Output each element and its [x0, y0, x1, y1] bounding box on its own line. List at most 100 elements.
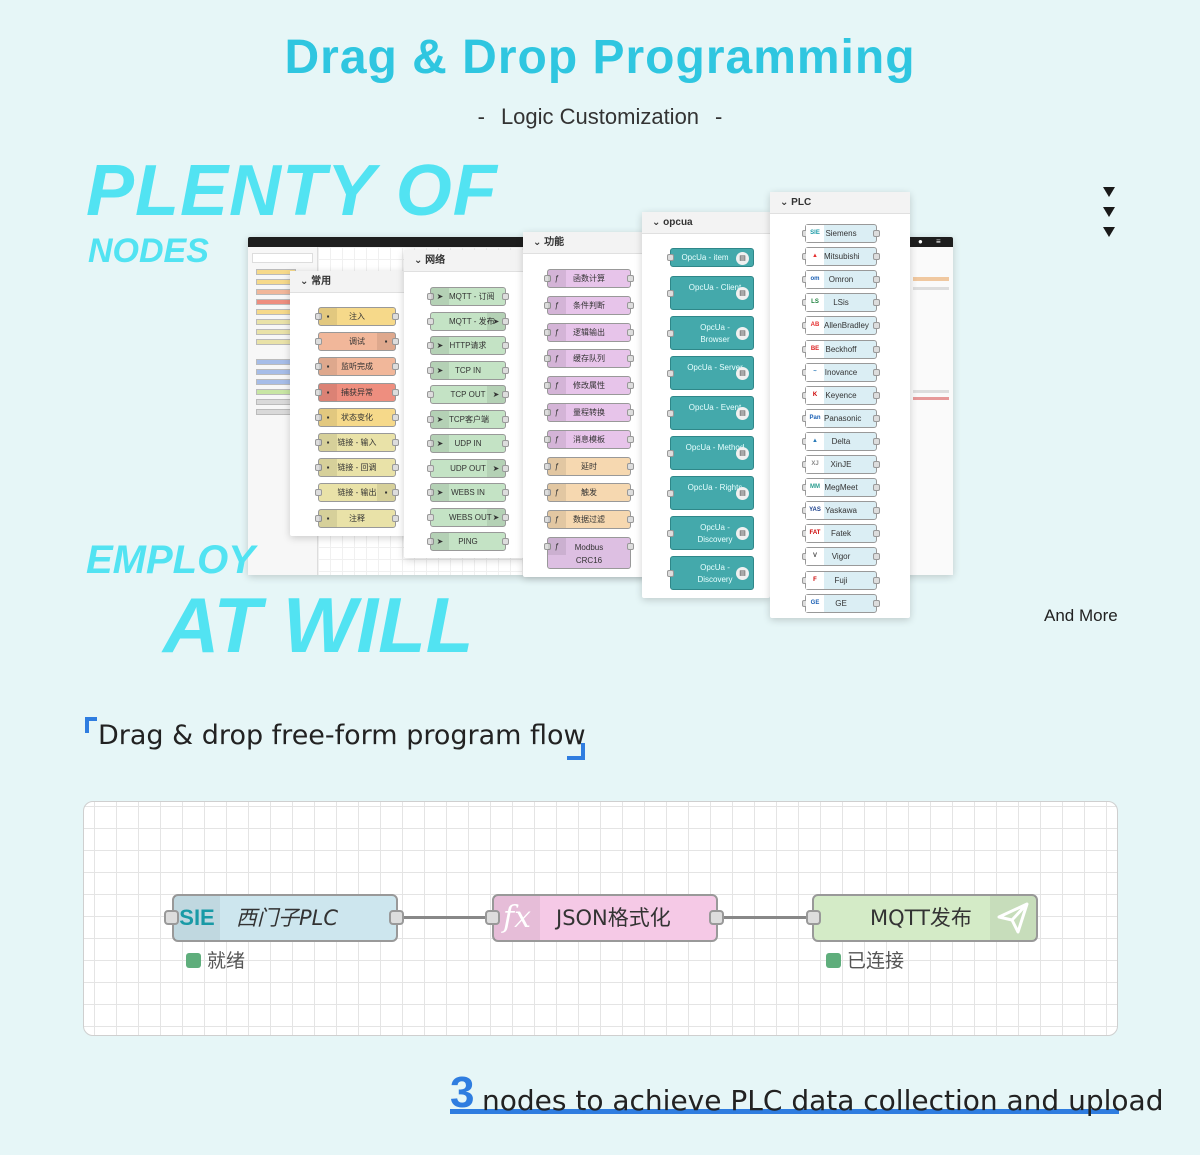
input-port[interactable]: [315, 464, 322, 472]
output-port[interactable]: [873, 576, 880, 584]
palette-node[interactable]: ▪链接 - 输出: [315, 483, 399, 503]
output-port[interactable]: [502, 293, 509, 300]
menu-icon[interactable]: ≡: [936, 237, 941, 246]
output-port[interactable]: [873, 484, 880, 492]
input-port[interactable]: [315, 489, 322, 497]
input-port[interactable]: [315, 413, 322, 421]
output-port[interactable]: [873, 414, 880, 422]
input-port[interactable]: [427, 513, 434, 521]
input-port[interactable]: [544, 382, 551, 390]
opcua-node[interactable]: OpcUa - item▤: [667, 248, 754, 267]
output-port[interactable]: [627, 489, 634, 497]
input-port[interactable]: [427, 538, 434, 545]
input-port[interactable]: [427, 489, 434, 496]
output-port[interactable]: [502, 317, 509, 325]
output-port[interactable]: [873, 437, 880, 445]
output-port[interactable]: [873, 230, 880, 237]
output-port[interactable]: [627, 435, 634, 443]
input-port[interactable]: [544, 355, 551, 363]
palette-node[interactable]: ➤UDP OUT: [427, 458, 509, 478]
input-port[interactable]: [544, 435, 551, 443]
input-port[interactable]: [667, 290, 674, 297]
palette-node[interactable]: ➤HTTP请求: [427, 336, 509, 355]
flow-wire[interactable]: [722, 916, 814, 919]
palette-node[interactable]: ➤WEBS IN: [427, 483, 509, 502]
palette-node[interactable]: ➤TCP客户端: [427, 409, 509, 429]
input-port[interactable]: [544, 489, 551, 497]
output-port[interactable]: [627, 543, 634, 550]
output-port[interactable]: [873, 322, 880, 330]
opcua-node[interactable]: OpcUa - Discovery▤: [667, 556, 754, 590]
opcua-node[interactable]: OpcUa - Method▤: [667, 436, 754, 470]
input-port[interactable]: [544, 462, 551, 470]
output-port[interactable]: [873, 368, 880, 376]
input-port[interactable]: [315, 388, 322, 396]
output-port[interactable]: [392, 439, 399, 446]
palette-node[interactable]: ▪注入: [315, 307, 399, 326]
input-port[interactable]: [315, 313, 322, 320]
opcua-node[interactable]: OpcUa - Client▤: [667, 276, 754, 310]
panel-header[interactable]: ⌄ 常用: [290, 271, 408, 293]
input-port[interactable]: [667, 450, 674, 457]
output-port[interactable]: [627, 301, 634, 309]
opcua-node[interactable]: OpcUa - Event▤: [667, 396, 754, 430]
palette-node[interactable]: ▪链接 - 输入: [315, 433, 399, 452]
input-port[interactable]: [544, 328, 551, 336]
input-port[interactable]: [427, 293, 434, 300]
input-port[interactable]: [544, 301, 551, 309]
output-port[interactable]: [873, 530, 880, 538]
input-port[interactable]: [485, 910, 500, 925]
input-port[interactable]: [544, 275, 551, 282]
palette-node[interactable]: ▪注释: [315, 508, 399, 528]
palette-node[interactable]: ▲Mitsubishi: [802, 247, 880, 267]
output-port[interactable]: [392, 514, 399, 522]
panel-header[interactable]: ⌄ 网络: [404, 250, 524, 272]
flow-node-mqtt-publish[interactable]: MQTT发布: [812, 894, 1038, 942]
output-port[interactable]: [873, 345, 880, 353]
output-port[interactable]: [502, 489, 509, 496]
output-port[interactable]: [627, 355, 634, 363]
palette-node[interactable]: ➤MQTT - 发布: [427, 311, 509, 331]
input-port[interactable]: [544, 543, 551, 550]
input-port[interactable]: [427, 366, 434, 374]
palette-node[interactable]: ▲Delta: [802, 431, 880, 451]
output-port[interactable]: [627, 382, 634, 390]
input-port[interactable]: [427, 464, 434, 472]
input-port[interactable]: [315, 439, 322, 446]
output-port[interactable]: [627, 275, 634, 282]
palette-node[interactable]: ▪链接 - 回调: [315, 458, 399, 478]
output-port[interactable]: [392, 464, 399, 472]
user-icon[interactable]: ●: [918, 237, 923, 246]
output-port[interactable]: [502, 538, 509, 545]
output-port[interactable]: [392, 313, 399, 320]
output-port[interactable]: [627, 409, 634, 416]
input-port[interactable]: [427, 342, 434, 349]
input-port[interactable]: [667, 570, 674, 577]
output-port[interactable]: [709, 910, 724, 925]
output-port[interactable]: [392, 363, 399, 371]
opcua-node[interactable]: OpcUa - Discovery▤: [667, 516, 754, 550]
output-port[interactable]: [392, 338, 399, 346]
output-port[interactable]: [873, 461, 880, 468]
palette-node[interactable]: ▪状态变化: [315, 407, 399, 427]
output-port[interactable]: [873, 553, 880, 561]
input-port[interactable]: [544, 409, 551, 416]
palette-node[interactable]: ➤TCP IN: [427, 360, 509, 380]
input-port[interactable]: [427, 440, 434, 447]
